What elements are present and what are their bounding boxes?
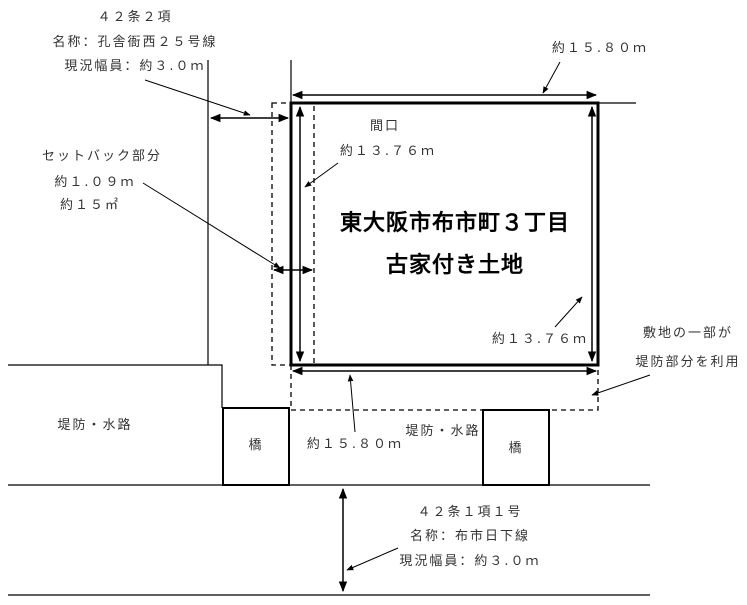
- setback-label: セットバック部分: [42, 149, 162, 164]
- leader-left-road: [144, 79, 251, 116]
- bottom-road-name: 名称：布市日下線: [410, 528, 530, 544]
- embankment-note-line2: 堤防部分を利用: [635, 354, 740, 370]
- embankment-left-label: 堤防・水路: [57, 417, 132, 433]
- plot-boundary: [289, 101, 600, 367]
- leader-right-depth: [554, 296, 583, 328]
- right-depth-label: 約１３.７６ｍ: [492, 332, 588, 347]
- bridge-right-label: 橋: [508, 441, 523, 456]
- title-line1: 東大阪市布市町３丁目: [340, 210, 570, 236]
- left-road-name: 名称：孔舎衙西２５号線: [52, 34, 217, 50]
- leader-bottom-width: [347, 374, 356, 433]
- bottom-width-label: 約１５.８０ｍ: [307, 437, 403, 452]
- leader-frontage: [304, 162, 339, 188]
- title-line2: 古家付き土地: [386, 252, 524, 278]
- leader-embankment-note: [591, 374, 651, 396]
- frontage-value: 約１３.７６ｍ: [340, 144, 436, 159]
- setback-area: [271, 102, 315, 366]
- leader-bottom-road: [346, 547, 399, 571]
- leader-setback: [142, 182, 281, 269]
- bottom-road-article: ４２条１項１号: [417, 504, 522, 520]
- left-road-article: ４２条２項: [97, 9, 172, 25]
- bridge-right: [482, 409, 550, 486]
- leader-top-width: [542, 61, 561, 94]
- embankment-edge-line: [8, 364, 223, 408]
- embankment-note-line1: 敷地の一部が: [643, 326, 733, 341]
- bridge-left-label: 橋: [248, 438, 263, 453]
- setback-depth: 約１.０９ｍ: [54, 175, 135, 190]
- frontage-label: 間口: [370, 119, 400, 134]
- setback-area-value: 約１５㎡: [60, 198, 120, 213]
- top-width-label: 約１５.８０ｍ: [552, 41, 648, 56]
- left-road-width: 現況幅員：約３.０ｍ: [64, 59, 205, 74]
- embankment-use-area: [290, 365, 599, 411]
- embankment-right-label: 堤防・水路: [405, 423, 480, 439]
- bridge-left: [222, 407, 290, 486]
- bottom-road-width: 現況幅員：約３.０ｍ: [399, 554, 540, 569]
